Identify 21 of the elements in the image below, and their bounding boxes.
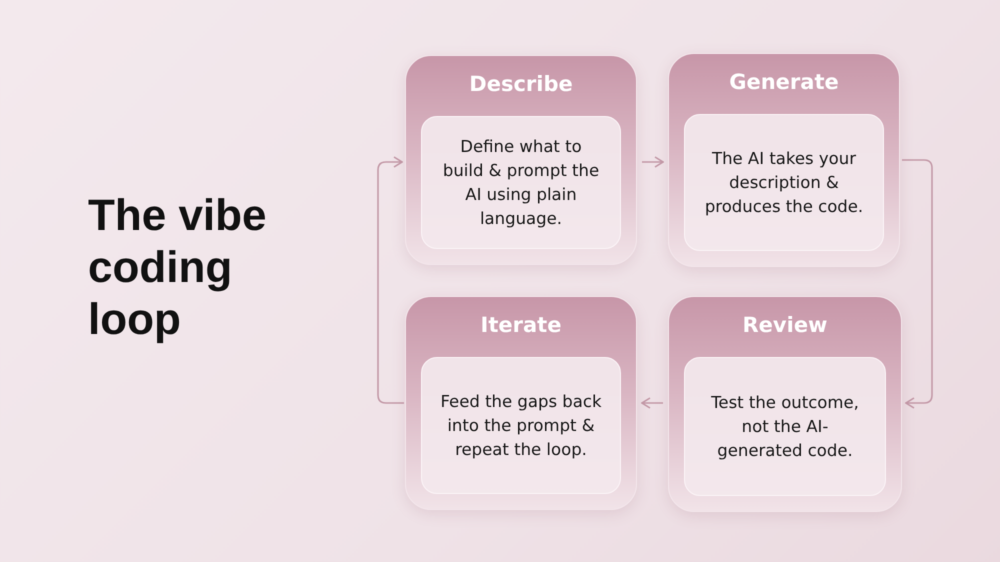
step-card bbox=[668, 53, 900, 267]
step-description: The AI takes your description & produces the code. bbox=[704, 148, 864, 218]
step-card bbox=[405, 55, 637, 265]
description-box bbox=[684, 114, 884, 251]
diagram-title: The vibe coding loop bbox=[88, 190, 268, 346]
step-heading: Iterate bbox=[480, 313, 562, 337]
step-description: Feed the gaps back into the prompt & repeat the loop. bbox=[439, 390, 603, 460]
step-description: Define what to build & prompt the AI using plain language. bbox=[442, 136, 600, 230]
step-description: Test the outcome, not the AI-generated code. bbox=[710, 392, 860, 462]
step-heading: Describe bbox=[468, 72, 574, 96]
step-heading: Generate bbox=[728, 70, 840, 94]
step-card bbox=[668, 296, 902, 512]
step-card bbox=[405, 296, 637, 510]
description-box bbox=[421, 357, 621, 494]
step-heading: Review bbox=[742, 313, 828, 337]
arrow bbox=[902, 159, 933, 409]
description-box bbox=[684, 357, 886, 496]
description-box bbox=[421, 116, 621, 249]
arrow bbox=[641, 397, 663, 409]
arrow bbox=[377, 156, 404, 404]
arrow bbox=[642, 156, 664, 168]
